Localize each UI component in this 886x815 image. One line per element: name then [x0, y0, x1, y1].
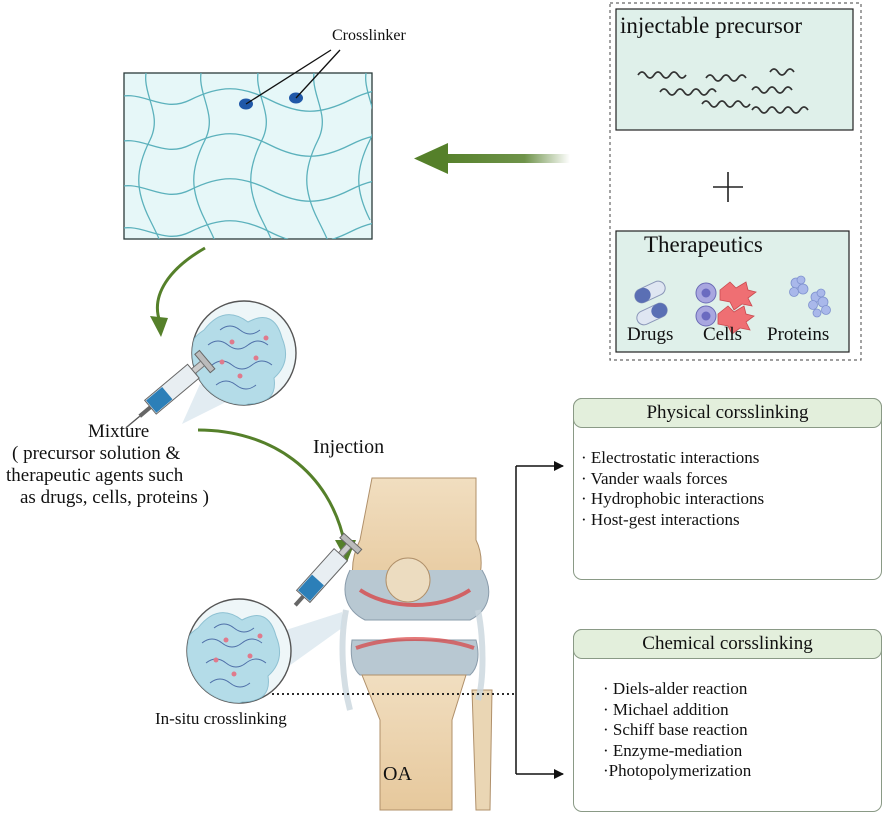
list-item: · Diels-alder reaction	[603, 679, 748, 698]
list-item: · Michael addition	[603, 699, 729, 719]
chemical-crosslinking-list: · Diels-alder reaction · Michael additio…	[603, 679, 751, 782]
mixture-line-2: ( precursor solution &	[12, 443, 181, 464]
mixture-line-3: therapeutic agents such	[6, 465, 184, 486]
precursor-box	[615, 8, 854, 131]
list-item: · Electrostatic interactions	[581, 448, 760, 467]
list-item: · Host-gest interactions	[581, 509, 740, 529]
list-item: · Schiff base reaction	[603, 720, 748, 739]
list-item: · Enzyme-mediation	[603, 740, 743, 760]
oa-label: OA	[383, 763, 412, 785]
components-panel	[609, 2, 862, 361]
mixture-title: Mixture	[88, 421, 150, 442]
crosslinker-pointer	[245, 49, 332, 105]
list-item: · Vander waals forces	[581, 468, 728, 488]
formation-arrow	[414, 143, 570, 174]
therapeutics-title: Therapeutics	[644, 232, 763, 257]
syringe-icon	[125, 349, 216, 429]
proteins-icon	[789, 275, 831, 318]
injection-label: Injection	[313, 436, 385, 458]
physical-crosslinking-title: Physical corsslinking	[573, 398, 882, 428]
crosslinker-pointer	[295, 49, 341, 99]
physical-crosslinking-box	[573, 398, 882, 580]
crosslinker-label: Crosslinker	[332, 27, 406, 44]
mixing-arrow	[150, 246, 206, 337]
plus-icon	[713, 172, 743, 202]
therapeutic-item-proteins: Proteins	[767, 324, 830, 345]
insitu-label: In-situ crosslinking	[155, 709, 287, 728]
cells-icon	[695, 281, 757, 335]
mixture-line-4: as drugs, cells, proteins )	[20, 487, 209, 508]
therapeutic-item-cells: Cells	[703, 324, 743, 345]
physical-crosslinking-list: · Electrostatic interactions · Vander wa…	[581, 448, 764, 530]
therapeutics-box	[615, 230, 850, 353]
bracket-arrows	[515, 461, 564, 779]
chemical-crosslinking-title: Chemical corsslinking	[573, 629, 882, 659]
hydrogel-network-box	[123, 49, 373, 240]
syringe-icon	[293, 532, 363, 607]
knee-joint-illustration	[339, 477, 493, 811]
chemical-crosslinking-box	[573, 629, 882, 812]
therapeutic-item-drugs: Drugs	[627, 324, 674, 345]
mixture-magnified-view	[182, 300, 297, 424]
list-item: ·Photopolymerization	[603, 761, 752, 780]
drugs-icon	[634, 280, 668, 326]
list-item: · Hydrophobic interactions	[581, 489, 765, 508]
insitu-magnified-view	[186, 598, 342, 704]
polymer-network-lines	[124, 73, 372, 239]
polymer-chains-icon	[637, 68, 809, 114]
precursor-label: injectable precursor	[620, 13, 802, 38]
